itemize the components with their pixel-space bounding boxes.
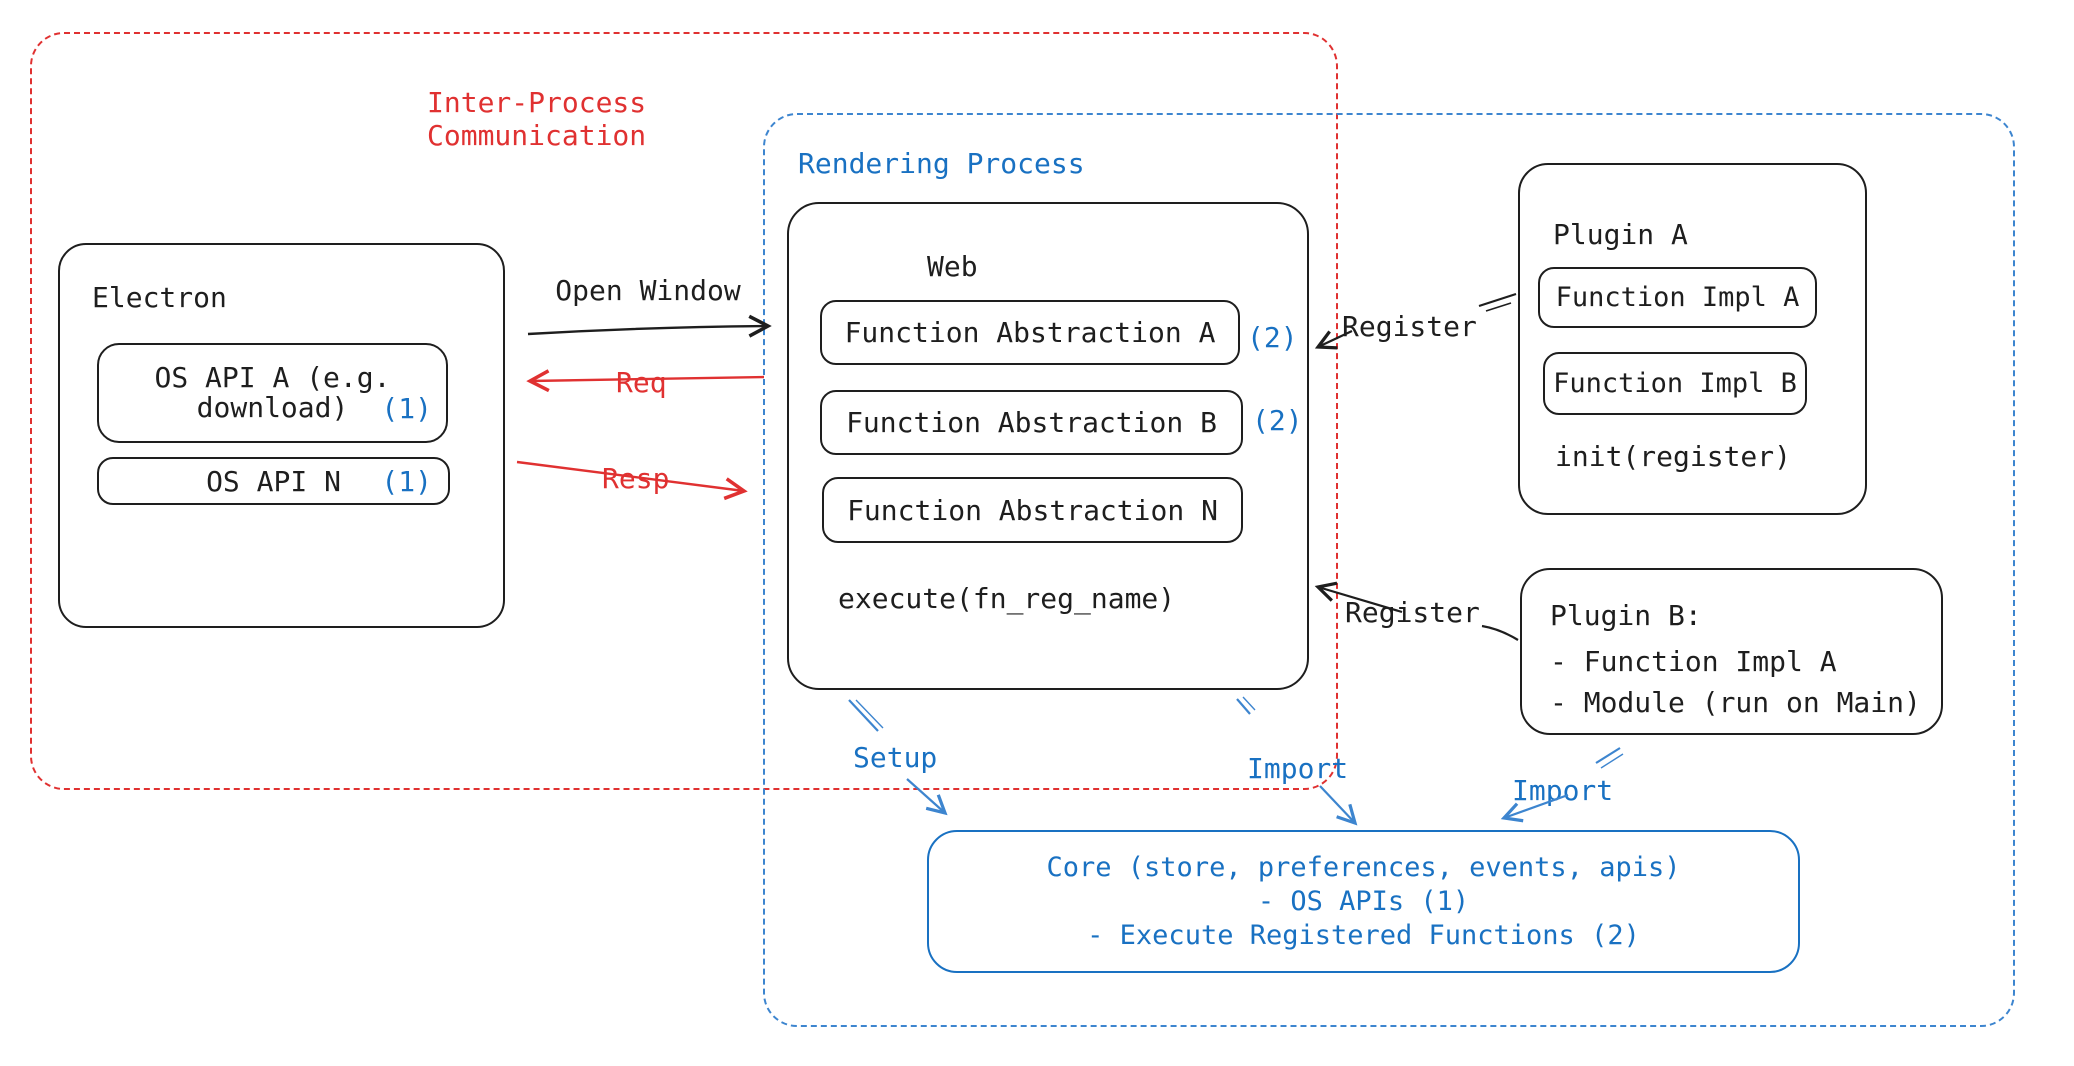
import-mid-label: Import <box>1247 752 1349 785</box>
plugin-a-title: Plugin A <box>1553 218 1688 251</box>
web-box <box>787 202 1309 690</box>
ipc-region-outline <box>30 32 1338 790</box>
plugin-a-box <box>1518 163 1867 515</box>
function-abstraction-a-label: Function Abstraction A <box>844 316 1216 349</box>
function-abstraction-n-box: Function Abstraction N <box>822 477 1243 543</box>
os-api-a-line1: OS API A (e.g. <box>154 361 391 394</box>
open-window-label: Open Window <box>555 274 741 307</box>
rendering-region-outline <box>763 113 2015 1027</box>
os-api-n-badge: (1) <box>381 464 432 498</box>
function-abstraction-a-box: Function Abstraction A <box>820 300 1240 365</box>
plugin-b-box <box>1520 568 1943 735</box>
plugin-a-init-text: init(register) <box>1555 440 1792 473</box>
os-api-a-badge: (1) <box>381 392 432 425</box>
electron-title: Electron <box>92 281 227 314</box>
ipc-title-line2: Communication <box>427 119 647 152</box>
function-abstraction-b-label: Function Abstraction B <box>846 406 1217 439</box>
plugin-b-line1: - Function Impl A <box>1550 645 1837 678</box>
register-top-label: Register <box>1342 310 1477 343</box>
plugin-a-impl-b-label: Function Impl B <box>1553 368 1797 399</box>
os-api-a-box: OS API A (e.g. download) (1) <box>97 343 448 443</box>
web-title: Web <box>927 250 978 283</box>
plugin-a-impl-a-label: Function Impl A <box>1555 282 1800 313</box>
function-abstraction-a-badge: (2) <box>1247 321 1298 354</box>
os-api-n-label: OS API N <box>206 464 341 498</box>
core-line1: Core (store, preferences, events, apis) <box>1046 851 1681 883</box>
function-abstraction-b-box: Function Abstraction B <box>820 390 1243 455</box>
plugin-b-title: Plugin B: <box>1550 599 1702 632</box>
ipc-region-title: Inter-Process Communication <box>427 86 646 152</box>
electron-box <box>58 243 505 628</box>
req-label: Req <box>616 366 667 399</box>
ipc-title-line1: Inter-Process <box>427 86 647 119</box>
register-bottom-label: Register <box>1345 596 1480 629</box>
os-api-a-line2: download) <box>196 391 349 424</box>
plugin-b-line2: - Module (run on Main) <box>1550 686 1921 719</box>
core-line2: - OS APIs (1) <box>1257 885 1470 917</box>
function-abstraction-b-badge: (2) <box>1252 404 1303 437</box>
resp-label: Resp <box>602 462 670 495</box>
setup-label: Setup <box>853 741 938 774</box>
core-line3: - Execute Registered Functions (2) <box>1087 919 1640 951</box>
core-box: Core (store, preferences, events, apis) … <box>927 830 1800 973</box>
rendering-region-title: Rendering Process <box>798 147 1085 180</box>
import-right-label: Import <box>1512 774 1614 807</box>
plugin-a-impl-a-box: Function Impl A <box>1538 267 1817 328</box>
plugin-a-impl-b-box: Function Impl B <box>1543 352 1807 415</box>
function-abstraction-n-label: Function Abstraction N <box>847 493 1218 527</box>
web-execute-text: execute(fn_reg_name) <box>838 582 1176 615</box>
os-api-n-box: OS API N (1) <box>97 457 450 505</box>
